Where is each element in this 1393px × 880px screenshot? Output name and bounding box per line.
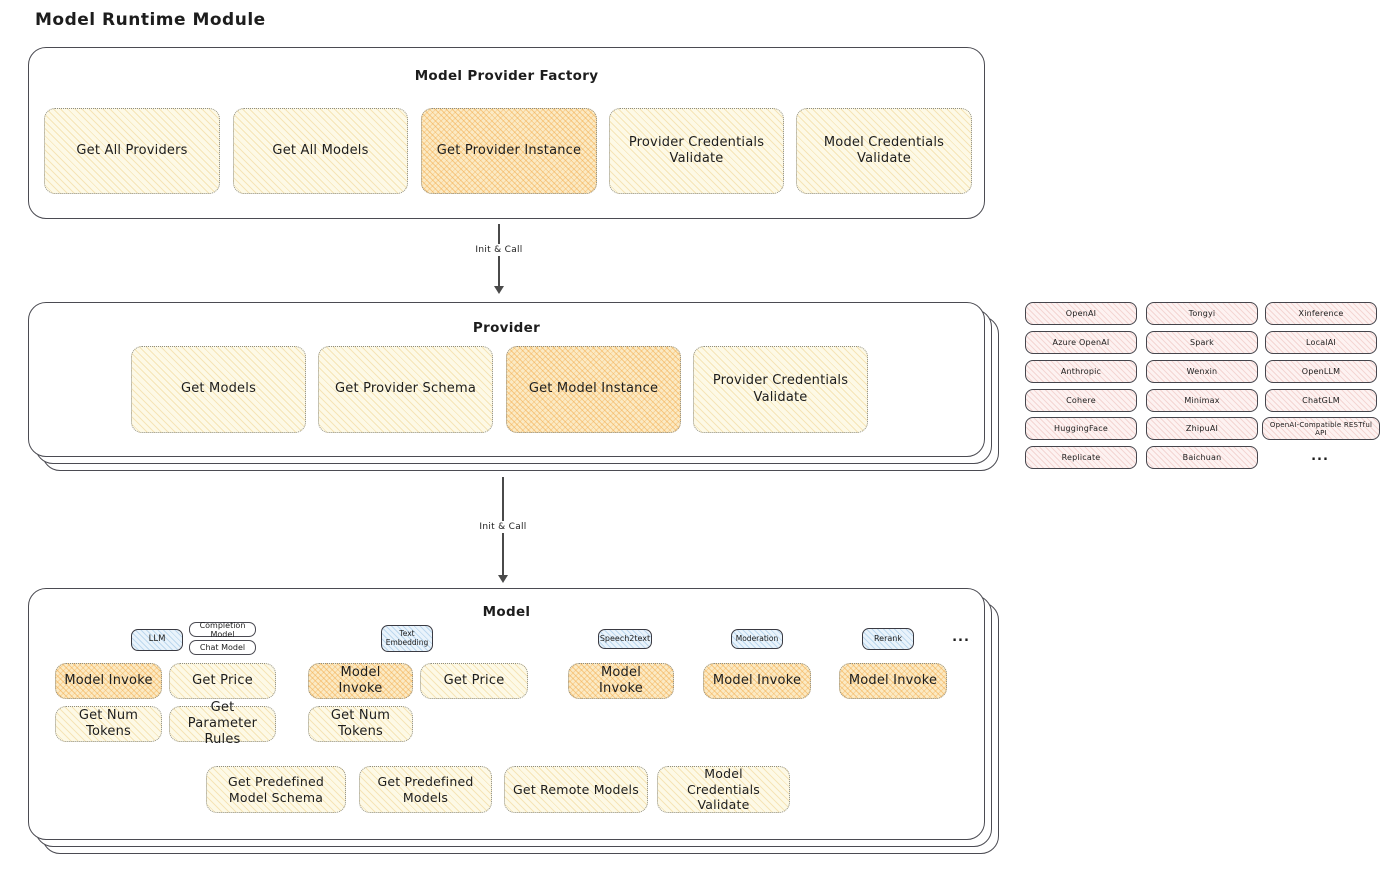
provider-group: Provider Get Models Get Provider Schema … [28, 302, 985, 457]
provider-item-zhipuai: ZhipuAI [1146, 417, 1258, 440]
node-get-model-instance: Get Model Instance [506, 346, 681, 433]
provider-item-spark: Spark [1146, 331, 1258, 354]
provider-item-cohere: Cohere [1025, 389, 1137, 412]
provider-item-minimax: Minimax [1146, 389, 1258, 412]
provider-item-openllm: OpenLLM [1265, 360, 1377, 383]
node-get-predefined-model-schema: Get Predefined Model Schema [206, 766, 346, 813]
model-provider-factory-group: Model Provider Factory Get All Providers… [28, 47, 985, 219]
provider-item-openai-compatible-restful-api: OpenAI-Compatible RESTful API [1262, 417, 1380, 440]
node-provider-credentials-validate: Provider Credentials Validate [693, 346, 868, 433]
model-types-ellipsis: ... [952, 630, 970, 645]
arrow-down-icon [493, 286, 504, 294]
provider-item-wenxin: Wenxin [1146, 360, 1258, 383]
node-moderation-model-invoke: Model Invoke [703, 663, 811, 699]
node-get-remote-models: Get Remote Models [504, 766, 648, 813]
node-text-embedding-get-price: Get Price [420, 663, 528, 699]
arrow-line [498, 224, 500, 289]
provider-item-anthropic: Anthropic [1025, 360, 1137, 383]
node-llm-get-num-tokens: Get Num Tokens [55, 706, 162, 742]
init-call-arrow-1: Init & Call [470, 224, 528, 294]
diagram-title: Model Runtime Module [35, 10, 266, 30]
model-type-moderation: Moderation [731, 629, 783, 649]
node-text-embedding-get-num-tokens: Get Num Tokens [308, 706, 413, 742]
node-get-all-providers: Get All Providers [44, 108, 220, 194]
node-provider-credentials-validate-factory: Provider Credentials Validate [609, 108, 784, 194]
node-get-predefined-models: Get Predefined Models [359, 766, 492, 813]
provider-list-ellipsis: ... [1311, 449, 1329, 464]
model-type-completion-model: Completion Model [189, 621, 256, 639]
node-llm-get-parameter-rules: Get Parameter Rules [169, 700, 276, 747]
model-type-chat-model: Chat Model [189, 640, 256, 655]
provider-item-openai: OpenAI [1025, 302, 1137, 325]
init-call-label-2: Init & Call [474, 521, 532, 533]
node-text-embedding-model-invoke: Model Invoke [308, 663, 413, 699]
model-type-rerank: Rerank [862, 628, 914, 650]
node-rerank-model-invoke: Model Invoke [839, 663, 947, 699]
node-get-all-models: Get All Models [233, 108, 408, 194]
model-title: Model [482, 604, 531, 620]
factory-title: Model Provider Factory [414, 68, 599, 84]
node-llm-model-invoke: Model Invoke [55, 663, 162, 699]
node-get-provider-schema: Get Provider Schema [318, 346, 493, 433]
init-call-label-1: Init & Call [470, 244, 528, 256]
node-model-credentials-validate: Model Credentials Validate [657, 766, 790, 813]
node-get-provider-instance: Get Provider Instance [421, 108, 597, 194]
provider-item-tongyi: Tongyi [1146, 302, 1258, 325]
model-type-text-embedding: Text Embedding [381, 625, 433, 652]
provider-item-baichuan: Baichuan [1146, 446, 1258, 469]
provider-item-huggingface: HuggingFace [1025, 417, 1137, 440]
node-model-credentials-validate-factory: Model Credentials Validate [796, 108, 972, 194]
provider-title: Provider [472, 320, 541, 336]
model-group: Model LLM Completion Model Chat Model Te… [28, 588, 985, 840]
model-type-speech2text: Speech2text [598, 629, 652, 649]
init-call-arrow-2: Init & Call [474, 477, 532, 583]
arrow-down-icon [497, 575, 508, 583]
provider-item-replicate: Replicate [1025, 446, 1137, 469]
provider-item-xinference: Xinference [1265, 302, 1377, 325]
provider-item-azure-openai: Azure OpenAI [1025, 331, 1137, 354]
provider-item-localai: LocalAI [1265, 331, 1377, 354]
node-speech2text-model-invoke: Model Invoke [568, 663, 674, 699]
model-type-llm: LLM [131, 629, 183, 651]
node-get-models: Get Models [131, 346, 306, 433]
provider-item-chatglm: ChatGLM [1265, 389, 1377, 412]
node-llm-get-price: Get Price [169, 663, 276, 699]
